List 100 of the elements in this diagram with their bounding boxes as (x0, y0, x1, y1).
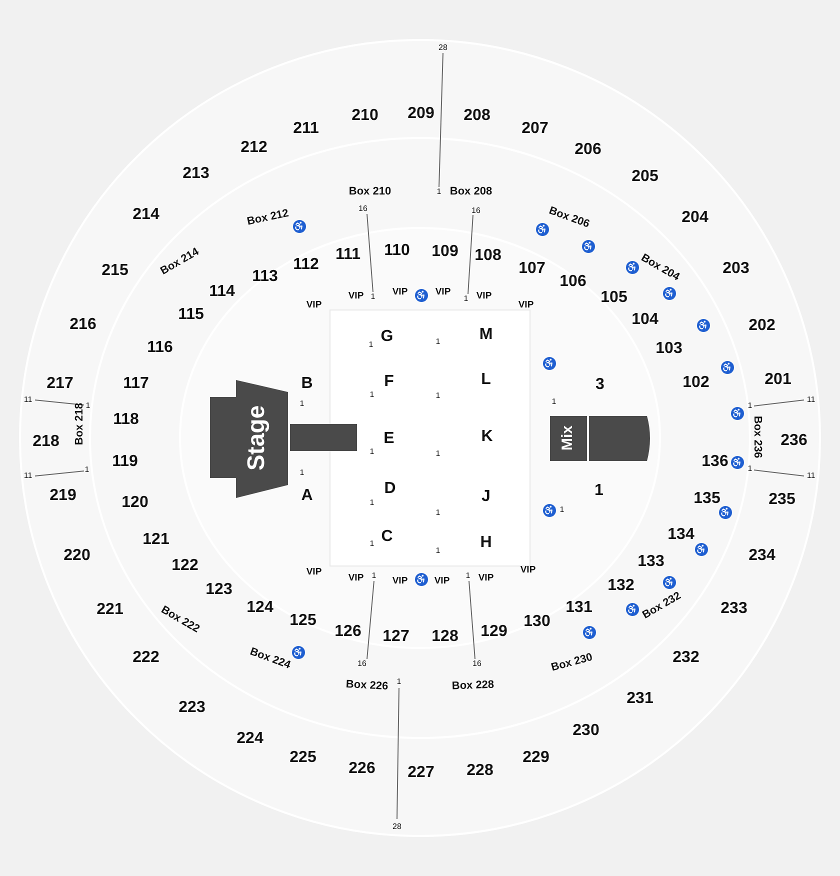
section-number: 231 (626, 691, 654, 707)
row-number: 1 (396, 678, 402, 686)
row-number: 1 (436, 509, 440, 517)
section-number: 206 (574, 142, 602, 158)
vip-label: VIP (435, 287, 451, 297)
section-number: 202 (748, 318, 776, 334)
section-number: 132 (608, 578, 634, 594)
section-number: 210 (352, 108, 378, 124)
section-number: 1 (594, 483, 604, 499)
box-section-label: Box 230 (550, 652, 594, 674)
section-number: 129 (480, 624, 508, 640)
section-number: D (384, 481, 396, 497)
row-number: 16 (472, 660, 482, 668)
row-number: 1 (464, 295, 468, 303)
row-number: 1 (86, 402, 90, 410)
section-number: 115 (178, 307, 204, 323)
vip-label: VIP (392, 287, 408, 297)
box-section-label: Box 210 (348, 186, 392, 198)
section-number: 110 (384, 243, 410, 259)
section-number: 213 (182, 166, 210, 182)
row-number: 1 (748, 465, 752, 473)
section-number: 208 (464, 108, 490, 124)
row-number: 11 (24, 396, 32, 404)
section-number: 114 (209, 284, 235, 300)
vip-label: VIP (392, 576, 408, 586)
section-number: 105 (600, 290, 628, 306)
section-number: 108 (474, 248, 502, 264)
box-section-label: Box 212 (246, 208, 290, 228)
row-number: 28 (438, 44, 448, 52)
vip-label: VIP (306, 300, 322, 310)
box-section-label: Box 214 (158, 246, 202, 278)
row-number: 1 (436, 392, 440, 400)
row-number: 1 (560, 506, 564, 514)
row-number: 1 (370, 391, 374, 399)
section-number: M (479, 327, 493, 343)
section-number: 116 (147, 340, 173, 356)
row-number: 11 (806, 472, 816, 480)
section-number: 234 (748, 548, 776, 564)
section-number: 125 (290, 613, 316, 629)
vip-label: VIP (518, 300, 534, 310)
section-number: 104 (632, 312, 658, 328)
section-number: 217 (46, 376, 74, 392)
section-number: 134 (668, 527, 694, 543)
row-number: 1 (368, 341, 374, 349)
section-number: 112 (293, 257, 319, 273)
section-number: 131 (566, 600, 592, 616)
section-number: 225 (290, 750, 316, 766)
section-number: 124 (246, 600, 274, 616)
section-number: 215 (102, 263, 128, 279)
box-section-label: Box 208 (450, 186, 492, 198)
section-number: K (481, 429, 493, 445)
section-number: F (384, 374, 394, 390)
section-number: 227 (408, 765, 434, 781)
vip-label: VIP (476, 291, 492, 301)
section-number: 133 (638, 554, 664, 570)
section-number: C (381, 529, 393, 545)
section-number: 228 (466, 763, 494, 779)
section-number: 3 (596, 377, 604, 393)
section-number: 214 (132, 207, 160, 223)
section-number: 103 (656, 341, 682, 357)
row-number: 16 (358, 205, 368, 213)
row-number: 1 (436, 338, 440, 346)
section-number: 222 (132, 650, 160, 666)
row-number: 11 (24, 472, 32, 480)
section-number: 223 (178, 700, 206, 716)
box-section-label: Box 222 (158, 604, 202, 636)
vip-label: VIP (478, 573, 494, 583)
section-number: 212 (240, 140, 268, 156)
section-number: 205 (632, 169, 658, 185)
row-number: 1 (370, 540, 374, 548)
section-number: A (301, 488, 313, 504)
vip-label: VIP (520, 565, 536, 575)
row-number: 16 (472, 207, 480, 215)
row-number: 1 (436, 450, 440, 458)
section-number: 136 (702, 454, 728, 470)
row-number: 1 (370, 499, 374, 507)
section-number: 135 (694, 491, 720, 507)
section-number: 107 (518, 261, 546, 277)
section-number: 113 (252, 269, 278, 285)
section-number: 203 (722, 261, 750, 277)
section-number: 224 (236, 731, 264, 747)
section-number: 226 (348, 761, 376, 777)
section-number: 119 (112, 454, 138, 470)
row-number: 1 (370, 448, 374, 456)
row-number: 1 (300, 469, 304, 477)
box-section-label: Box 228 (452, 680, 494, 692)
section-number: 123 (206, 582, 232, 598)
section-number: 126 (334, 624, 362, 640)
section-number: 211 (293, 121, 319, 137)
section-number: 127 (382, 629, 410, 645)
section-number: 106 (560, 274, 586, 290)
section-number: 109 (432, 244, 458, 260)
section-number: 130 (524, 614, 550, 630)
section-number: 219 (50, 488, 76, 504)
section-number: 230 (572, 723, 600, 739)
section-number: 204 (682, 210, 708, 226)
section-number: B (301, 376, 313, 392)
section-number: 220 (64, 548, 90, 564)
section-number: J (482, 489, 490, 505)
section-number: 118 (113, 412, 139, 428)
